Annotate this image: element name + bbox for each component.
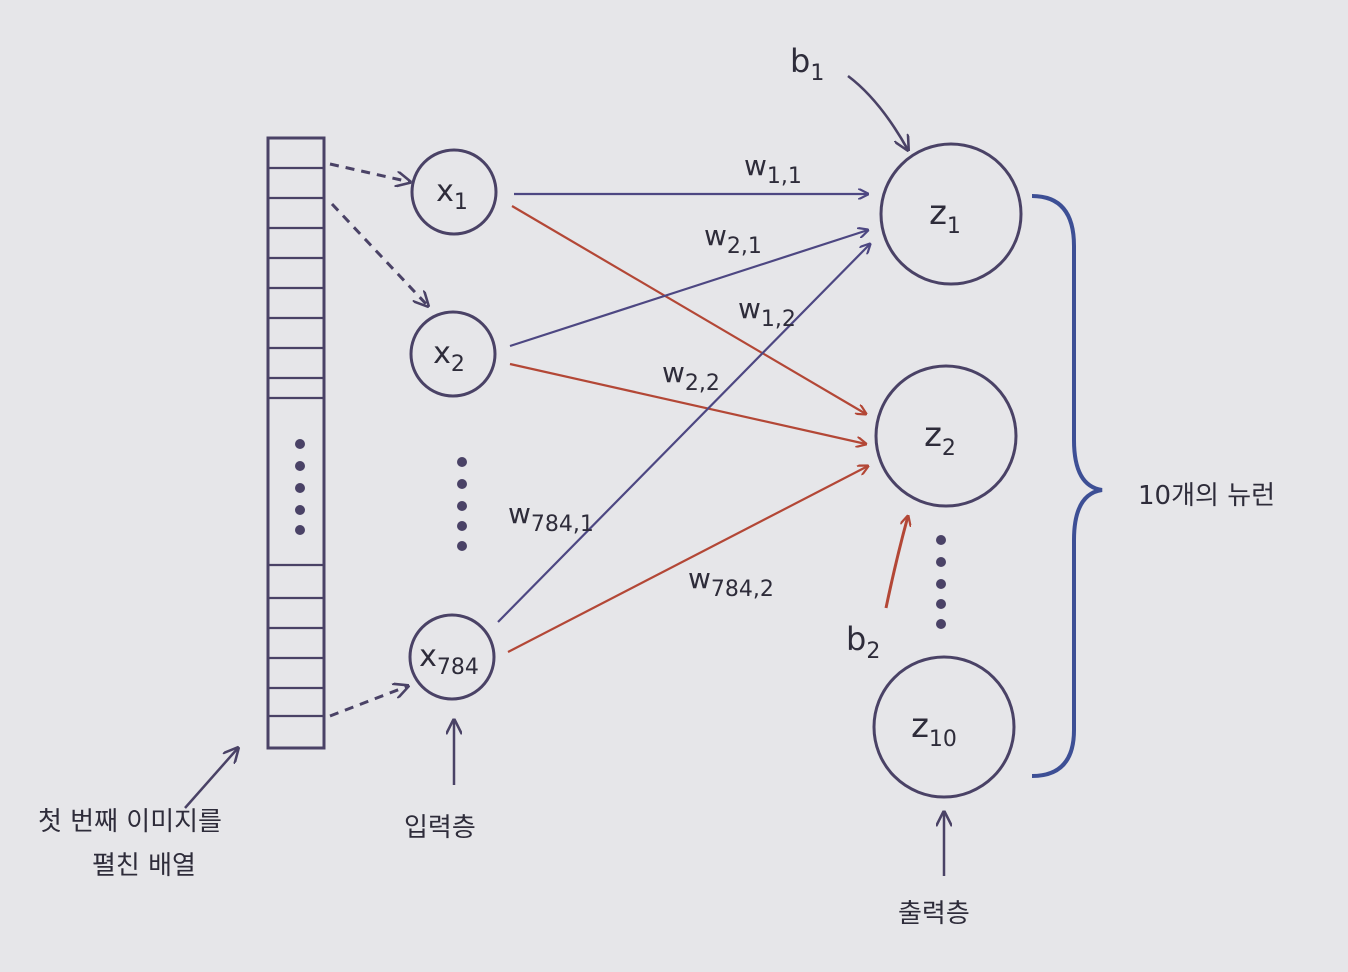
output-layer-caption: 출력층 xyxy=(898,899,970,929)
svg-text:z10: z10 xyxy=(911,706,957,752)
bias-arrow-b2 xyxy=(884,516,908,609)
dashed-arrow-x1 xyxy=(329,162,410,182)
node-circle xyxy=(874,364,1018,508)
array-cells xyxy=(268,166,324,718)
edge-x784-z1 xyxy=(497,244,870,623)
annotations: 첫 번째 이미지를 펼친 배열 입력층 출력층 10개의 뉴런 xyxy=(38,481,1275,929)
svg-text:x1: x1 xyxy=(436,174,468,215)
weight-label-w22: w2,2 xyxy=(662,356,720,396)
edge-x2-z1 xyxy=(509,230,868,348)
node-label: x xyxy=(419,639,437,674)
weight-label-w784-1: w784,1 xyxy=(508,497,594,537)
node-subscript: 2 xyxy=(451,352,465,377)
output-layer: z1 z2 z10 xyxy=(872,142,1023,799)
flattened-array-caption-line2: 펼친 배열 xyxy=(92,851,196,881)
flattened-array xyxy=(266,136,326,750)
array-to-input-arrows xyxy=(329,162,428,718)
node-label: z xyxy=(924,415,942,455)
bias-label-b1: b1 xyxy=(790,42,824,86)
node-circle xyxy=(872,655,1016,799)
bias-arrow-b1 xyxy=(847,74,908,150)
dashed-arrow-x784 xyxy=(329,686,408,718)
svg-text:z1: z1 xyxy=(929,193,961,239)
weight-label-w12: w1,2 xyxy=(738,292,796,332)
output-ellipsis xyxy=(936,535,946,629)
node-label: x xyxy=(436,174,454,209)
weight-connections xyxy=(497,194,870,653)
node-circle xyxy=(410,148,498,236)
weight-labels: w1,1 w2,1 w1,2 w2,2 w784,1 w784,2 xyxy=(508,149,802,602)
input-ellipsis xyxy=(457,457,467,551)
weight-label-w11: w1,1 xyxy=(744,149,802,189)
edge-x2-z2 xyxy=(509,362,866,444)
bias-label-b2: b2 xyxy=(846,620,880,664)
node-circle xyxy=(879,142,1023,286)
edge-x1-z2 xyxy=(511,205,866,414)
svg-text:x2: x2 xyxy=(433,336,465,377)
output-node-z10: z10 xyxy=(872,655,1016,799)
node-subscript: 1 xyxy=(454,190,468,215)
node-label: z xyxy=(911,706,929,746)
node-circle xyxy=(409,310,497,398)
array-frame xyxy=(266,136,326,750)
output-node-z2: z2 xyxy=(874,364,1018,508)
dashed-arrow-x2 xyxy=(330,202,428,306)
node-label: x xyxy=(433,336,451,371)
input-node-x784: x784 xyxy=(408,613,496,701)
weight-label-w21: w2,1 xyxy=(704,219,762,259)
bias-labels: b1 b2 xyxy=(790,42,880,664)
node-label: z xyxy=(929,193,947,233)
weight-label-w784-2: w784,2 xyxy=(688,562,774,602)
svg-text:z2: z2 xyxy=(924,415,956,461)
output-node-z1: z1 xyxy=(879,142,1023,286)
node-subscript: 10 xyxy=(929,727,957,752)
flattened-array-caption-line1: 첫 번째 이미지를 xyxy=(38,807,222,837)
node-subscript: 1 xyxy=(947,214,961,239)
ten-neurons-caption: 10개의 뉴런 xyxy=(1138,481,1275,511)
input-layer-caption: 입력층 xyxy=(404,813,476,843)
edge-x784-z2 xyxy=(507,466,868,653)
layer-brace xyxy=(1031,194,1103,778)
node-subscript: 2 xyxy=(942,436,956,461)
input-layer: x1 x2 x784 xyxy=(408,148,498,701)
node-subscript: 784 xyxy=(437,655,479,680)
input-node-x1: x1 xyxy=(410,148,498,236)
svg-text:x784: x784 xyxy=(419,639,479,680)
array-pointer-arrow xyxy=(184,748,238,809)
array-ellipsis xyxy=(295,439,305,535)
node-circle xyxy=(408,613,496,701)
input-node-x2: x2 xyxy=(409,310,497,398)
